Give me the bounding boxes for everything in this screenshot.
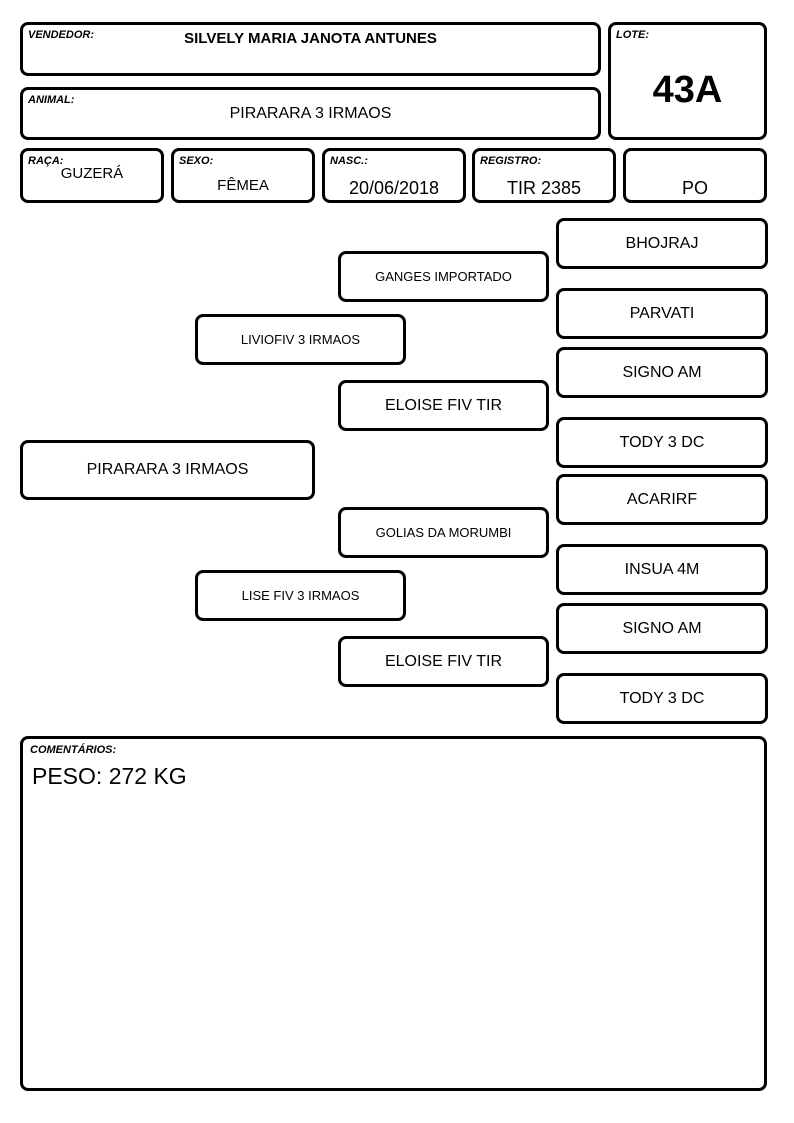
pedigree-ggp: INSUA 4M — [556, 544, 768, 595]
pedigree-dam-sire-name: GOLIAS DA MORUMBI — [375, 525, 512, 540]
pedigree-animal-name: PIRARARA 3 IRMAOS — [86, 461, 249, 478]
pedigree-sire-name: LIVIOFIV 3 IRMAOS — [240, 332, 361, 347]
pedigree-dam-dam: ELOISE FIV TIR — [338, 636, 549, 687]
vendedor-box: VENDEDOR: SILVELY MARIA JANOTA ANTUNES — [20, 22, 601, 76]
comments-label: COMENTÁRIOS: — [30, 744, 117, 756]
pedigree-ggp: SIGNO AM — [556, 603, 768, 654]
lote-box: LOTE: 43A — [608, 22, 767, 140]
nasc-value: 20/06/2018 — [348, 178, 440, 198]
pedigree-ggp-name: PARVATI — [629, 304, 695, 322]
lote-label: LOTE: — [616, 29, 649, 41]
nasc-box: NASC.: 20/06/2018 — [322, 148, 466, 203]
animal-box: ANIMAL: PIRARARA 3 IRMAOS — [20, 87, 601, 140]
pedigree-dam-name: LISE FIV 3 IRMAOS — [241, 588, 360, 603]
pedigree-ggp-name: BHOJRAJ — [625, 234, 699, 252]
pedigree-ggp: TODY 3 DC — [556, 417, 768, 468]
raca-value: GUZERÁ — [60, 165, 124, 182]
pedigree-ggp-name: SIGNO AM — [622, 363, 702, 381]
pedigree-dam: LISE FIV 3 IRMAOS — [195, 570, 406, 621]
pedigree-ggp-name: SIGNO AM — [622, 619, 702, 637]
vendedor-value: SILVELY MARIA JANOTA ANTUNES — [184, 30, 437, 47]
pedigree-dam-sire: GOLIAS DA MORUMBI — [338, 507, 549, 558]
animal-value: PIRARARA 3 IRMAOS — [229, 105, 392, 122]
pedigree-ggp-name: INSUA 4M — [624, 560, 700, 578]
animal-label: ANIMAL: — [28, 94, 75, 106]
pedigree-ggp: PARVATI — [556, 288, 768, 339]
pedigree-ggp-name: TODY 3 DC — [619, 689, 705, 707]
pedigree-ggp: TODY 3 DC — [556, 673, 768, 724]
pedigree-sire-dam-name: ELOISE FIV TIR — [384, 396, 503, 414]
vendedor-label: VENDEDOR: — [28, 29, 95, 41]
pedigree-sire-sire: GANGES IMPORTADO — [338, 251, 549, 302]
registro-value: TIR 2385 — [506, 178, 582, 198]
pedigree-sire-sire-name: GANGES IMPORTADO — [375, 269, 512, 284]
pedigree-ggp-name: TODY 3 DC — [619, 433, 705, 451]
pedigree-ggp: SIGNO AM — [556, 347, 768, 398]
raca-label: RAÇA: — [28, 155, 64, 167]
sexo-value: FÊMEA — [217, 177, 269, 194]
categoria-value: PO — [681, 178, 708, 198]
sexo-box: SEXO: FÊMEA — [171, 148, 315, 203]
pedigree-sire: LIVIOFIV 3 IRMAOS — [195, 314, 406, 365]
registro-label: REGISTRO: — [480, 155, 542, 167]
comments-text: PESO: 272 KG — [32, 763, 187, 789]
comments-box: COMENTÁRIOS: PESO: 272 KG — [20, 736, 767, 1091]
registro-box: REGISTRO: TIR 2385 — [472, 148, 616, 203]
pedigree-sire-dam: ELOISE FIV TIR — [338, 380, 549, 431]
pedigree-ggp: BHOJRAJ — [556, 218, 768, 269]
pedigree-ggp-name: ACARIRF — [626, 490, 698, 508]
pedigree-animal: PIRARARA 3 IRMAOS — [20, 440, 315, 500]
pedigree-ggp: ACARIRF — [556, 474, 768, 525]
lote-value: 43A — [652, 69, 723, 111]
categoria-box: PO — [623, 148, 767, 203]
raca-box: RAÇA: GUZERÁ — [20, 148, 164, 203]
pedigree-dam-dam-name: ELOISE FIV TIR — [384, 652, 503, 670]
sexo-label: SEXO: — [179, 155, 214, 167]
nasc-label: NASC.: — [330, 155, 368, 167]
